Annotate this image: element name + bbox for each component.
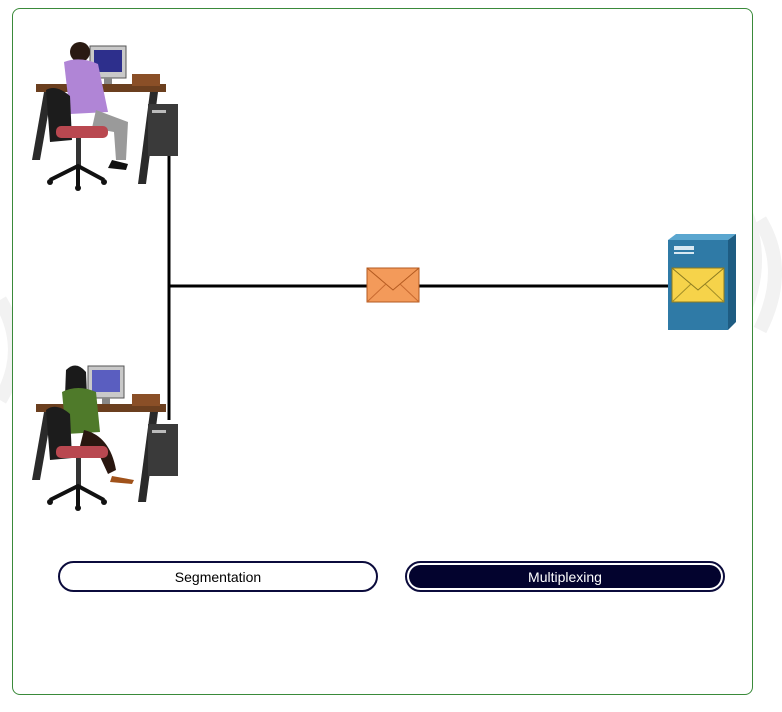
multiplexing-button-label: Multiplexing	[528, 568, 602, 585]
bottom-workstation-icon	[32, 365, 178, 511]
segmentation-button-label: Segmentation	[174, 568, 262, 585]
segmentation-button[interactable]: Segmentation	[58, 561, 378, 592]
top-workstation-icon	[32, 42, 178, 191]
network-links	[167, 148, 672, 420]
multiplexing-button-fill: Multiplexing	[409, 565, 721, 588]
server-envelope-icon	[671, 267, 725, 303]
envelope-icon	[366, 267, 420, 303]
multiplexing-button[interactable]: Multiplexing	[405, 561, 725, 592]
server-icon	[668, 234, 736, 330]
